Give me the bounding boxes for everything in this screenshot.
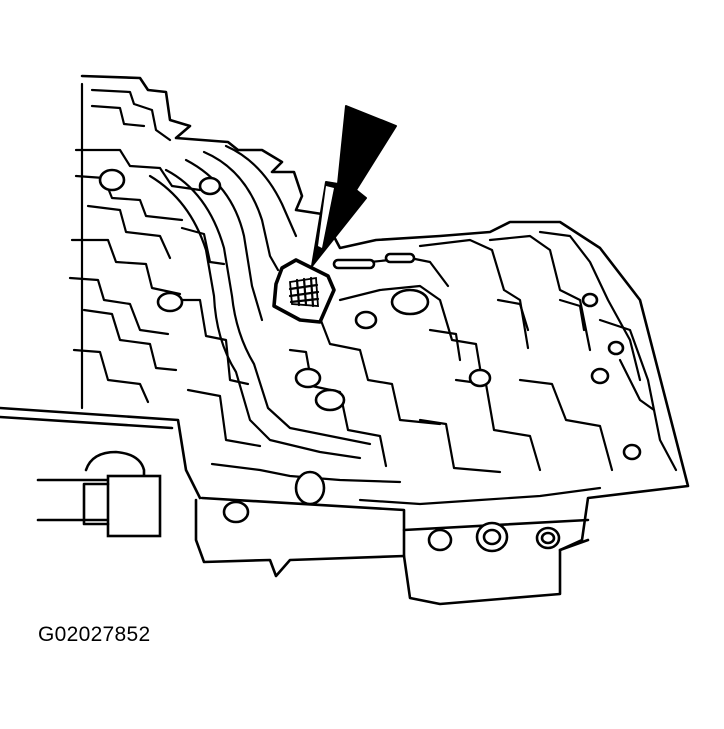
filter-screen bbox=[272, 258, 336, 324]
figure-id-label: G02027852 bbox=[38, 623, 151, 646]
mounting-bolt bbox=[82, 450, 162, 538]
valve-body-outline bbox=[80, 74, 690, 606]
hydraulic-passages bbox=[68, 82, 678, 506]
indicator-arrow bbox=[311, 105, 397, 267]
valve-bores bbox=[98, 168, 642, 553]
separator-plate bbox=[0, 406, 202, 522]
